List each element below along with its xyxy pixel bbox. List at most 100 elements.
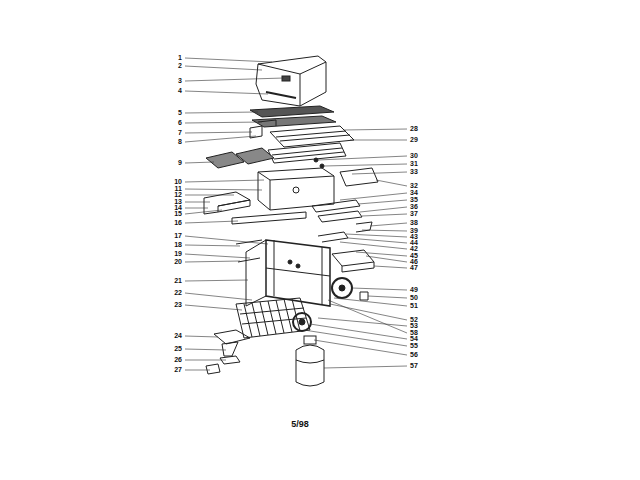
side-shelf-edge [218, 200, 250, 212]
screw [314, 158, 318, 162]
drip-cup [222, 342, 238, 356]
callout-number: 22 [174, 289, 182, 297]
front-bar [232, 212, 306, 224]
cart-frame [236, 240, 330, 306]
callout-number: 28 [410, 125, 418, 133]
callout-number: 21 [174, 277, 182, 285]
leader-line [185, 236, 268, 244]
leader-line [356, 252, 407, 256]
plate [340, 168, 378, 186]
leader-line [324, 164, 407, 166]
leader-line [185, 132, 252, 133]
date-code: 5/98 [291, 419, 309, 429]
bracket [250, 120, 276, 138]
callout-number: 57 [410, 362, 418, 370]
callout-number: 19 [174, 250, 182, 258]
lid-edge [258, 62, 326, 106]
leader-line [185, 162, 214, 163]
leader-line [185, 136, 256, 142]
lid-handle [266, 92, 296, 98]
leader-line [185, 336, 218, 337]
callout-number: 15 [174, 210, 182, 218]
leader-line [344, 129, 407, 130]
callout-number: 32 [410, 182, 418, 190]
leader-line [185, 208, 208, 209]
warming-grate [206, 148, 274, 168]
leader-line [324, 366, 407, 368]
propane-tank [296, 336, 324, 386]
drip-tray [214, 330, 250, 344]
callout-number: 30 [410, 152, 418, 160]
callout-number: 5 [178, 109, 182, 117]
wheel [332, 278, 352, 298]
callout-number: 38 [410, 219, 418, 227]
leader-line [376, 180, 407, 186]
leader-line [185, 112, 258, 113]
firebox [258, 168, 334, 210]
leader-line [185, 360, 226, 361]
callout-number: 53 [410, 322, 418, 330]
callout-number: 36 [410, 203, 418, 211]
leader-line [185, 370, 210, 371]
callout-number: 27 [174, 366, 182, 374]
callout-number: 6 [178, 119, 182, 127]
screw [320, 164, 324, 168]
leader-line [360, 207, 407, 212]
leader-line [318, 156, 407, 160]
leader-line [328, 300, 407, 333]
lid [256, 56, 326, 106]
leader-line [185, 195, 234, 196]
leader-line [352, 172, 407, 174]
leader-line [185, 189, 262, 190]
callout-number: 16 [174, 219, 182, 227]
callout-number: 3 [178, 77, 182, 85]
callout-number: 24 [174, 332, 182, 340]
rack-bars [272, 148, 344, 159]
leader-line [346, 234, 407, 237]
leader-line [318, 318, 407, 326]
leader-line [185, 180, 264, 182]
valve [356, 222, 372, 232]
leader-line [185, 305, 242, 310]
side-basket [332, 250, 374, 266]
leader-line [185, 293, 252, 300]
callout-number: 56 [410, 351, 418, 359]
callout-number: 35 [410, 196, 418, 204]
leader-line [304, 330, 407, 346]
manifold [318, 232, 348, 242]
callout-number: 47 [410, 264, 418, 272]
leader-line [358, 200, 407, 204]
bottom-grate [236, 298, 310, 338]
callout-number: 51 [410, 302, 418, 310]
leader-line [310, 324, 407, 339]
leader-line [185, 245, 240, 246]
callout-number: 50 [410, 294, 418, 302]
leader-line [185, 261, 240, 262]
leader-line [352, 288, 407, 290]
leader-line [314, 340, 407, 355]
hub [299, 319, 305, 325]
burner [312, 200, 362, 222]
leader-line [340, 193, 407, 200]
leader-line [185, 280, 248, 281]
callout-number: 42 [410, 245, 418, 253]
leader-line [185, 58, 272, 62]
leader-line [362, 230, 407, 231]
leader-line [350, 140, 407, 141]
leader-line [334, 298, 407, 306]
callout-number: 10 [174, 178, 182, 186]
callout-number: 55 [410, 342, 418, 350]
leader-line [185, 78, 284, 81]
drip-liner [206, 364, 220, 374]
callout-number: 31 [410, 160, 418, 168]
leader-line [185, 91, 268, 94]
callout-number: 54 [410, 335, 418, 343]
callout-number: 1 [178, 54, 182, 62]
drain [293, 187, 299, 193]
callout-number: 8 [178, 138, 182, 146]
leader-line [185, 210, 222, 214]
callout-number: 2 [178, 62, 182, 70]
callout-number: 33 [410, 168, 418, 176]
